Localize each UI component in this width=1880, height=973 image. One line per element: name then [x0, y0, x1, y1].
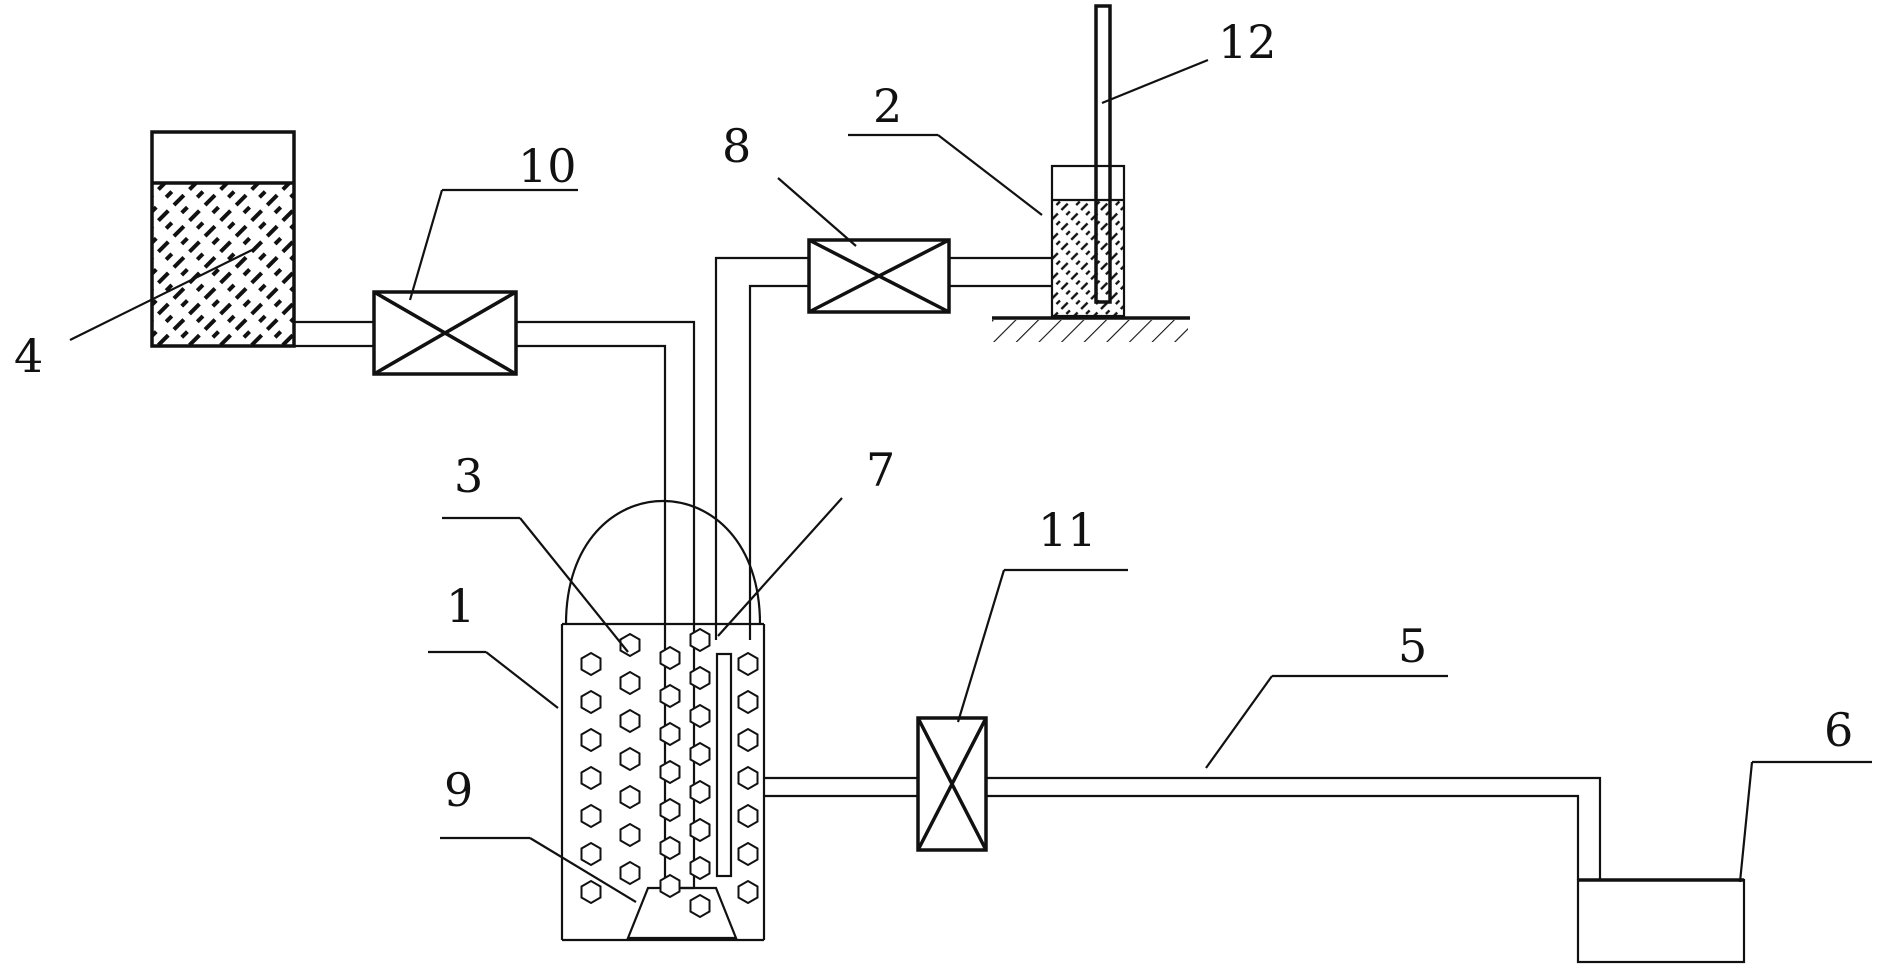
packing-particle: [689, 779, 711, 805]
label-10: 10: [518, 139, 577, 193]
packing-particle: [580, 689, 602, 715]
packing-particle: [689, 703, 711, 729]
packing-particle: [737, 803, 759, 829]
valve-10: [372, 290, 518, 376]
packing-particle: [580, 765, 602, 791]
packing-particle: [659, 721, 681, 747]
packing-particle: [689, 627, 711, 653]
packing-particle: [737, 765, 759, 791]
outlet-pipe: [764, 776, 1602, 880]
packing-particle: [737, 651, 759, 677]
ground-base: [992, 316, 1190, 342]
packing-particle: [659, 835, 681, 861]
packing-particle: [689, 855, 711, 881]
label-12: 12: [1218, 15, 1277, 69]
label-8: 8: [722, 119, 751, 173]
label-7: 7: [866, 443, 895, 497]
packing-particle: [737, 879, 759, 905]
packing-particle: [659, 759, 681, 785]
packing-particle: [619, 670, 641, 696]
label-1: 1: [446, 579, 475, 633]
packing-particle: [737, 689, 759, 715]
packing-particle: [737, 841, 759, 867]
packing-particle: [659, 873, 681, 899]
packing-particle: [580, 727, 602, 753]
small-container: [1050, 164, 1126, 318]
label-6: 6: [1824, 703, 1853, 757]
valve-11: [916, 716, 988, 852]
packing-particle: [619, 822, 641, 848]
collection-tank: [1576, 878, 1746, 964]
label-9: 9: [444, 763, 473, 817]
packing-particle: [580, 879, 602, 905]
packing-particle: [689, 665, 711, 691]
label-2: 2: [873, 79, 902, 133]
reactor: [560, 500, 766, 942]
thermometer: [1094, 4, 1112, 304]
packing-particle: [580, 651, 602, 677]
packing-particle: [689, 817, 711, 843]
label-4: 4: [14, 329, 43, 383]
packing-particle: [619, 860, 641, 886]
packing-particle: [580, 803, 602, 829]
packing-particles: [580, 627, 759, 919]
labels: 1 2 3 4 5 6 7 8 9 10 11 12: [14, 15, 1853, 817]
label-5: 5: [1398, 619, 1427, 673]
packing-particle: [737, 727, 759, 753]
packing-particle: [619, 746, 641, 772]
label-3: 3: [454, 449, 483, 503]
label-11: 11: [1038, 503, 1097, 557]
packing-particle: [580, 841, 602, 867]
packing-particle: [659, 683, 681, 709]
packing-particle: [619, 708, 641, 734]
packing-particle: [659, 645, 681, 671]
packing-particle: [659, 797, 681, 823]
leader-lines: [69, 58, 1872, 903]
packing-particle: [619, 784, 641, 810]
valve-8: [807, 238, 951, 314]
feed-tank: [150, 130, 296, 348]
packing-particle: [689, 741, 711, 767]
packing-particle: [619, 632, 641, 658]
packing-particle: [689, 893, 711, 919]
